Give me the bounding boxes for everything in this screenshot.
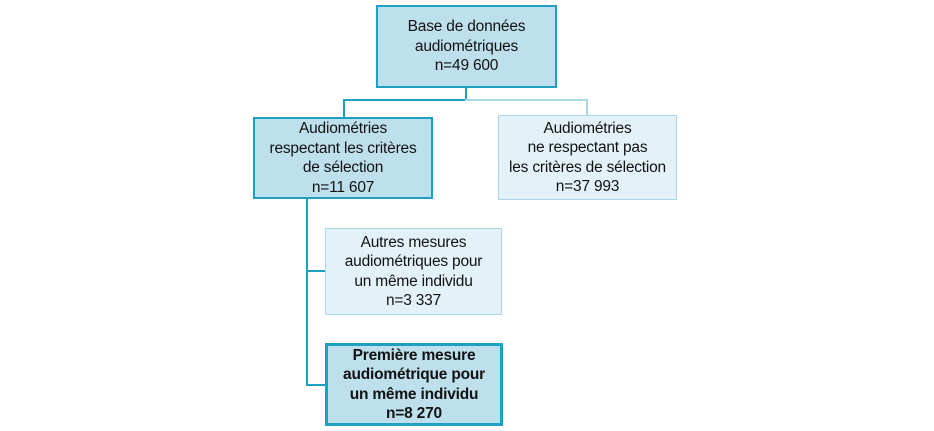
connector-branch-left bbox=[343, 99, 466, 101]
node-autres-mesures-label: Autres mesures audiométriques pour un mê… bbox=[344, 233, 483, 310]
node-base-de-donnees-label: Base de données audiométriques n=49 600 bbox=[407, 18, 526, 75]
node-premiere-mesure-label: Première mesure audiométrique pour un mê… bbox=[343, 346, 485, 423]
connector-stub-first bbox=[306, 384, 325, 386]
node-audiometries-ne-respectant-pas-label: Audiométries ne respectant pas les critè… bbox=[509, 119, 666, 196]
connector-drop-reject bbox=[586, 99, 588, 115]
node-autres-mesures: Autres mesures audiométriques pour un mê… bbox=[325, 228, 502, 315]
connector-root-stem bbox=[465, 88, 467, 101]
connector-branch-right bbox=[465, 99, 588, 101]
node-audiometries-respectant-label: Audiométries respectant les critères de … bbox=[269, 120, 417, 196]
node-audiometries-respectant: Audiométries respectant les critères de … bbox=[253, 117, 433, 199]
node-audiometries-ne-respectant-pas: Audiométries ne respectant pas les critè… bbox=[498, 115, 677, 200]
node-base-de-donnees: Base de données audiométriques n=49 600 bbox=[376, 5, 557, 88]
connector-drop-kept bbox=[343, 99, 345, 117]
connector-stub-other bbox=[306, 270, 325, 272]
connector-kept-vertical bbox=[306, 198, 308, 386]
node-premiere-mesure: Première mesure audiométrique pour un mê… bbox=[325, 343, 503, 426]
